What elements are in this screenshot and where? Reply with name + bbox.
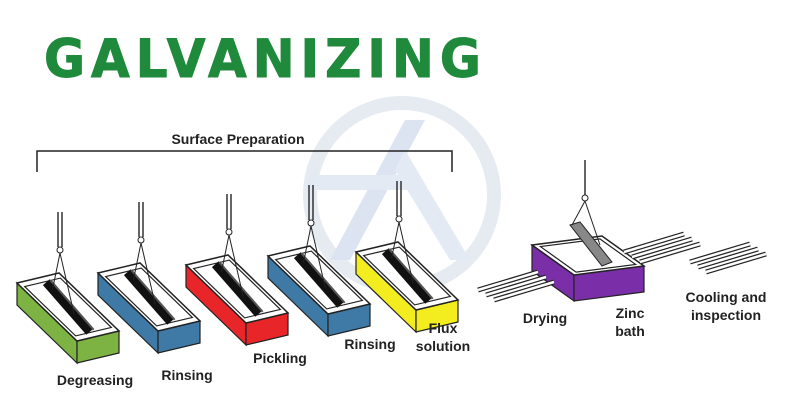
- surface-preparation-bracket: Surface Preparation: [36, 131, 453, 172]
- tank-4: [354, 181, 460, 334]
- sling: [59, 252, 75, 315]
- sling: [584, 200, 601, 246]
- steel-beam: [42, 279, 94, 335]
- step-label: Zinc: [616, 305, 645, 321]
- drying-rack: [477, 269, 555, 303]
- sling: [310, 225, 326, 288]
- sling: [221, 234, 230, 272]
- crane-hook-icon: [581, 194, 589, 202]
- steel-beam: [211, 261, 263, 317]
- step-label: solution: [416, 338, 470, 354]
- sling: [303, 225, 312, 263]
- step-label: bath: [615, 323, 645, 339]
- steel-piece-highlight: [705, 252, 767, 274]
- steel-piece-highlight: [493, 280, 555, 302]
- step-label: Pickling: [253, 350, 307, 366]
- steel-beam: [569, 221, 613, 267]
- tank-1: [96, 202, 202, 355]
- crane-hook-icon: [395, 215, 403, 223]
- steel-beam: [293, 252, 345, 308]
- tank-2: [184, 194, 290, 347]
- step-label: Drying: [523, 310, 567, 326]
- tank-0: [15, 212, 121, 365]
- sling: [133, 242, 142, 280]
- steel-beam: [381, 248, 433, 304]
- steel-piece-highlight: [623, 232, 685, 254]
- sling: [398, 221, 414, 284]
- steel-piece-highlight: [477, 270, 539, 292]
- crane-hook-icon: [225, 228, 233, 236]
- step-label: Degreasing: [57, 372, 133, 388]
- steel-piece-highlight: [485, 275, 547, 297]
- step-label: Rinsing: [161, 367, 212, 383]
- tank-zinc-bath: [530, 160, 646, 303]
- step-label: inspection: [691, 307, 761, 323]
- crane-hook-icon: [56, 246, 64, 254]
- crane-hook-icon: [307, 219, 315, 227]
- surface-preparation-label: Surface Preparation: [171, 131, 304, 147]
- page-title: GALVANIZING: [44, 28, 487, 90]
- step-label: Rinsing: [344, 336, 395, 352]
- steel-piece-highlight: [631, 237, 693, 259]
- sling: [571, 200, 586, 226]
- cooling-rack-1: [623, 231, 701, 265]
- steel-piece-highlight: [689, 242, 751, 264]
- step-label: Cooling and: [686, 289, 767, 305]
- sling: [52, 252, 61, 290]
- steel-beam: [123, 269, 175, 325]
- tank-inner: [538, 238, 638, 273]
- tank-3: [266, 185, 372, 338]
- crane-hook-icon: [137, 236, 145, 244]
- sling: [228, 234, 244, 297]
- steel-piece-highlight: [697, 247, 759, 269]
- step-label: Flux: [429, 320, 458, 336]
- sling: [140, 242, 156, 305]
- cooling-rack-2: [689, 241, 767, 275]
- sling: [391, 221, 400, 259]
- steel-piece-highlight: [639, 242, 701, 264]
